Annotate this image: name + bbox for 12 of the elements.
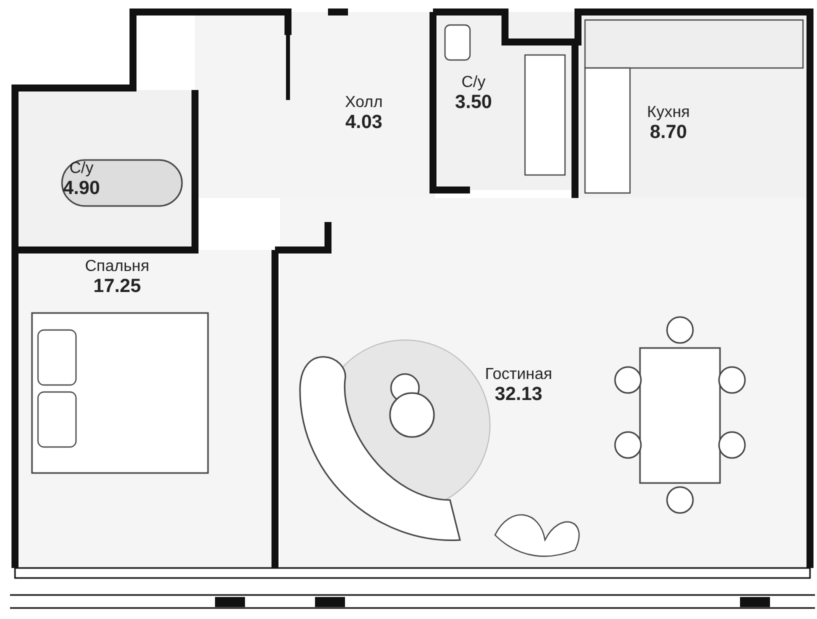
room-area-value: 4.03: [345, 112, 383, 134]
room-name: С/у: [460, 74, 486, 92]
room-area-value: 8.70: [648, 122, 688, 144]
room-name: С/у: [68, 160, 94, 178]
room-name: Спальня: [85, 258, 150, 276]
room-name: Кухня: [647, 104, 690, 122]
room-name: Холл: [345, 94, 383, 112]
room-area-value: 3.50: [455, 92, 492, 114]
room-name: Гостиная: [485, 366, 552, 384]
room-area-value: 17.25: [92, 276, 142, 298]
room-area-value: 4.90: [63, 178, 100, 200]
room-area-value: 32.13: [494, 384, 544, 406]
